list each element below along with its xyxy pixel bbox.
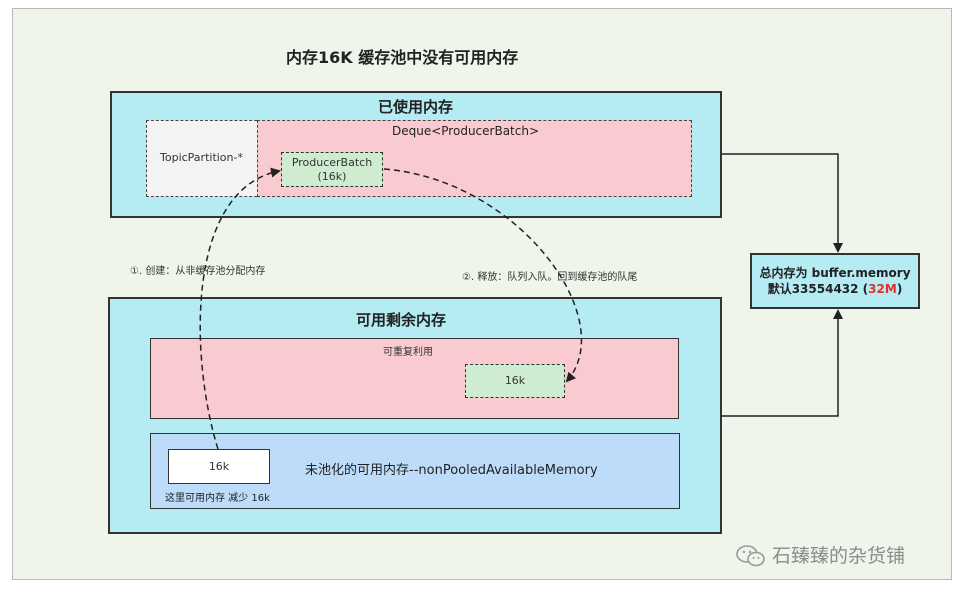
reusable-pool-box <box>150 338 679 419</box>
reusable-pool-label: 可重复利用 <box>383 347 433 358</box>
used-memory-title: 已使用内存 <box>378 98 454 116</box>
topic-partition-label: TopicPartition-* <box>160 151 243 164</box>
non-pooled-note: 这里可用内存 减少 16k <box>165 493 270 504</box>
producer-batch-name: ProducerBatch <box>291 156 373 169</box>
available-to-total-connector <box>722 309 843 417</box>
total-memory-highlight: 32M <box>868 282 897 296</box>
total-memory-box: 总内存为 buffer.memory 默认33554432 (32M) <box>750 253 920 309</box>
non-pooled-block: 16k <box>168 449 270 484</box>
diagram-title: 内存16K 缓存池中没有可用内存 <box>286 48 519 67</box>
create-arrow-label: ①. 创建：从非缓存池分配内存 <box>130 266 266 277</box>
release-arrow-label: ②. 释放：队列入队。回到缓存池的队尾 <box>462 272 638 283</box>
deque-label: Deque<ProducerBatch> <box>392 124 540 138</box>
total-memory-line2: 默认33554432 (32M) <box>752 281 918 297</box>
create-arrow <box>199 167 281 450</box>
total-memory-close: ) <box>896 282 903 296</box>
wechat-icon <box>736 545 765 567</box>
producer-batch-box: ProducerBatch (16k) <box>281 152 383 187</box>
producer-batch-size: (16k) <box>317 170 347 183</box>
available-memory-title: 可用剩余内存 <box>356 311 447 329</box>
reusable-block: 16k <box>465 364 565 398</box>
topic-partition-box <box>146 120 262 197</box>
release-arrow <box>383 168 583 383</box>
non-pooled-label: 未池化的可用内存--nonPooledAvailableMemory <box>305 463 598 478</box>
total-memory-default: 默认33554432 ( <box>767 282 869 296</box>
watermark-text: 石臻臻的杂货铺 <box>772 545 906 567</box>
used-to-total-connector <box>722 153 843 253</box>
total-memory-line1: 总内存为 buffer.memory <box>759 266 911 280</box>
